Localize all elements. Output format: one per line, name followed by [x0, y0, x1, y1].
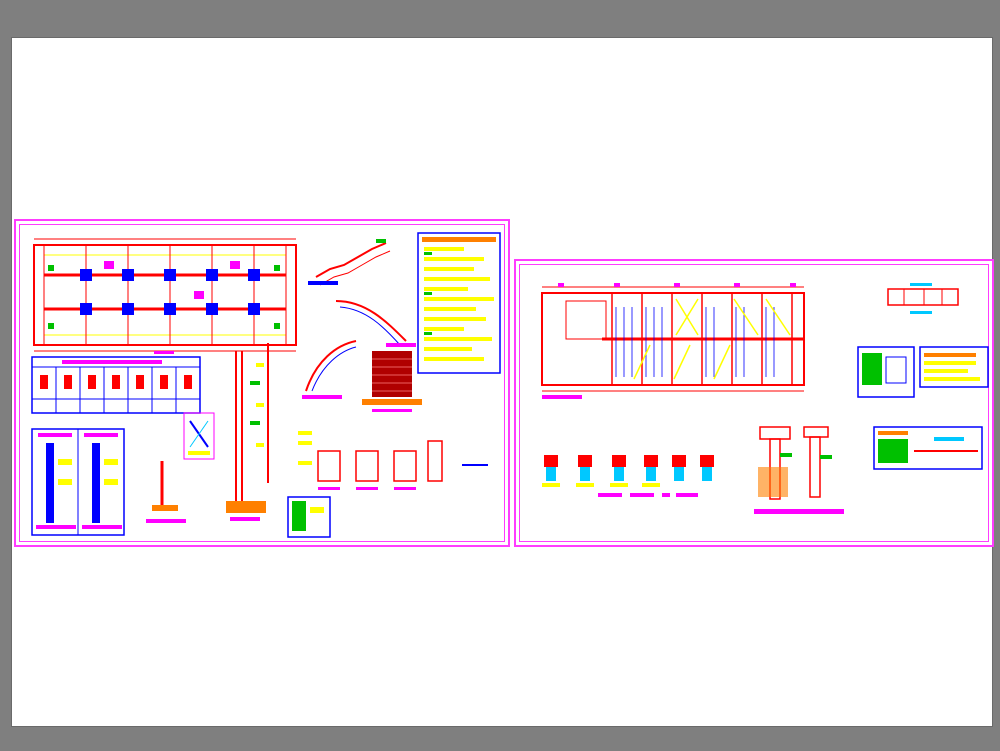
footing-schedule — [31, 356, 201, 414]
left-sheet-inner-border — [19, 224, 505, 542]
stair-detail-3 — [302, 340, 357, 399]
small-legend — [287, 496, 331, 538]
stair-detail-2 — [335, 300, 416, 347]
wall-section-2 — [226, 351, 266, 521]
detail-box — [183, 412, 215, 460]
slab-plan — [541, 283, 805, 399]
foundation-plan — [33, 238, 297, 354]
right-sheet[interactable] — [514, 259, 994, 547]
left-sheet[interactable] — [14, 219, 510, 547]
column-details — [31, 428, 125, 536]
general-notes — [417, 232, 501, 374]
drawing-paper — [12, 38, 994, 726]
left-sheet-drawing — [31, 232, 501, 538]
beam-sections — [298, 431, 488, 490]
right-sheet-inner-border — [519, 264, 989, 542]
wall-section-1 — [146, 461, 186, 523]
detail-top-right — [887, 283, 959, 314]
brick-detail — [362, 351, 422, 412]
beam-section-row — [542, 455, 714, 497]
stair-detail-1 — [308, 239, 391, 286]
column-elevations — [754, 426, 844, 514]
section-legend — [873, 426, 983, 470]
slab-legend — [857, 346, 989, 398]
wall-section-3 — [256, 343, 269, 483]
right-sheet-drawing — [541, 283, 989, 514]
